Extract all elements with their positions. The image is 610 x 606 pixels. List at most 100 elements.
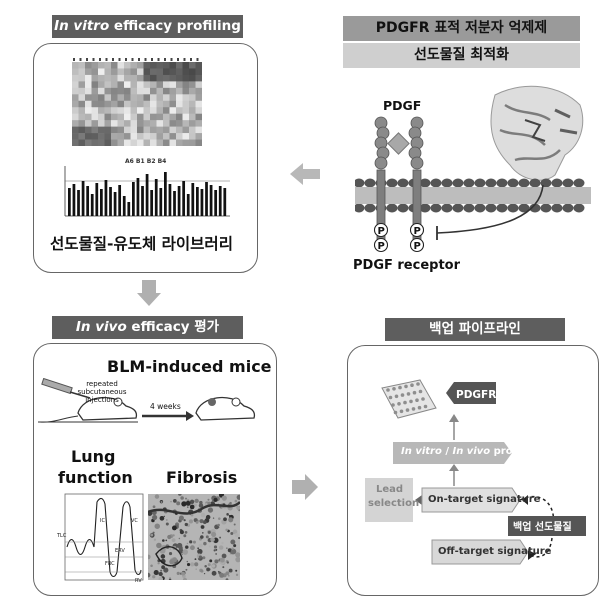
heatmap-cell	[150, 100, 157, 108]
invitro-banner-suffix: efficacy profiling	[109, 18, 241, 34]
heatmap-cell	[117, 62, 125, 69]
heatmap-cell	[150, 107, 157, 114]
heatmap-cell	[104, 126, 112, 134]
heatmap-cell	[104, 81, 112, 89]
heatmap-cell	[98, 87, 105, 95]
pdgf-ligand	[387, 132, 410, 155]
on-target-box	[421, 487, 521, 513]
heatmap-cell	[137, 107, 144, 114]
heatmap-cell	[85, 94, 92, 102]
heatmap-cell	[98, 94, 105, 102]
heatmap-cell	[137, 139, 144, 146]
heatmap-cell	[169, 100, 177, 108]
heatmap-cell	[182, 100, 190, 108]
heatmap-cell	[143, 139, 151, 146]
heatmap-cell	[195, 68, 202, 76]
lung-function-label-1: Lung	[71, 447, 116, 466]
heatmap-cell	[124, 120, 131, 127]
heatmap-cell	[104, 94, 112, 102]
heatmap-cell	[143, 100, 151, 108]
heatmap-cell	[130, 68, 138, 76]
profiling-label-sep: /	[441, 446, 453, 457]
spirogram-label: RV	[135, 578, 142, 584]
heatmap-cell	[137, 126, 144, 134]
heatmap-cell	[150, 94, 157, 102]
heatmap-cell	[150, 87, 157, 95]
arrow-right-icon	[292, 474, 318, 500]
backup-lead-label: 백업 선도물질	[513, 520, 572, 533]
heatmap-cell	[156, 100, 164, 108]
heatmap-cell	[195, 107, 202, 114]
pdgfr-tag-shape	[446, 382, 496, 404]
heatmap-cell	[137, 133, 144, 140]
profiling-label: In vitro / In vivo profiling	[401, 446, 541, 457]
heatmap-cell	[117, 126, 125, 134]
heatmap-cell	[195, 113, 202, 121]
heatmap-cell	[130, 126, 138, 134]
heatmap-cell	[195, 133, 202, 140]
bar-thumbnail-bar	[159, 188, 163, 216]
heatmap-cell	[156, 113, 164, 121]
heatmap-cell	[130, 139, 138, 146]
heatmap-cell	[91, 120, 99, 127]
heatmap-cell	[156, 74, 164, 82]
heatmap-cell	[176, 120, 183, 127]
bar-thumbnail-bar	[127, 202, 131, 216]
heatmap-cell	[124, 113, 131, 121]
heatmap-cell	[85, 139, 92, 146]
phospho-label: P	[414, 241, 421, 252]
heatmap-cell	[189, 126, 196, 134]
heatmap-cell	[182, 133, 190, 140]
bar-thumbnail-bar	[173, 191, 176, 216]
profiling-bar	[393, 442, 512, 464]
heatmap-cell	[124, 62, 131, 69]
heatmap-cell	[176, 107, 183, 114]
heatmap-cell	[111, 87, 118, 95]
heatmap-cell	[169, 94, 177, 102]
heatmap-cell	[104, 107, 112, 114]
heatmap-cell	[163, 133, 170, 140]
heatmap-cell	[150, 133, 157, 140]
heatmap-cell	[117, 107, 125, 114]
heatmap-cell	[189, 74, 196, 82]
heatmap-cell	[117, 133, 125, 140]
mice-illustration: 4 weeks	[38, 378, 256, 423]
heatmap-cell	[78, 126, 86, 134]
heatmap-cell	[137, 113, 144, 121]
heatmap-cell	[143, 120, 151, 127]
heatmap-cell	[124, 87, 131, 95]
bar-thumbnail-bar	[141, 186, 144, 216]
heatmap-cell	[189, 100, 196, 108]
heatmap-cell	[182, 81, 190, 89]
heatmap-cell	[78, 68, 86, 76]
heatmap-cell	[169, 113, 177, 121]
heatmap-cell	[98, 81, 105, 89]
profiling-label-suffix: profiling	[490, 446, 542, 457]
heatmap-cell	[156, 133, 164, 140]
heatmap-cell	[78, 94, 86, 102]
heatmap-cell	[130, 100, 138, 108]
heatmap-cell	[143, 107, 151, 114]
heatmap-cell	[111, 126, 118, 134]
pdgfr-subtitle-banner: 선도물질 최적화	[343, 43, 580, 68]
heatmap-cell	[124, 94, 131, 102]
spirogram-label: IC	[100, 518, 105, 524]
heatmap-cell	[124, 107, 131, 114]
heatmap-cell	[111, 113, 118, 121]
heatmap-cell	[72, 126, 79, 134]
bar-thumbnail-bar	[68, 188, 71, 216]
heatmap-cell	[78, 133, 86, 140]
phospho-label: P	[378, 241, 385, 252]
heatmap-cell	[111, 120, 118, 127]
bar-thumbnail-bar	[122, 196, 126, 216]
heatmap-cell	[98, 100, 105, 108]
mouse-icon	[195, 396, 256, 421]
heatmap-cell	[91, 113, 99, 121]
heatmap-cell	[156, 126, 164, 134]
mouse-icon	[39, 396, 138, 423]
phospho-label: P	[414, 226, 421, 237]
heatmap-cell	[91, 94, 99, 102]
phospho-label: P	[378, 226, 385, 237]
phospho-circle	[409, 237, 425, 253]
heatmap-cell	[189, 139, 196, 146]
